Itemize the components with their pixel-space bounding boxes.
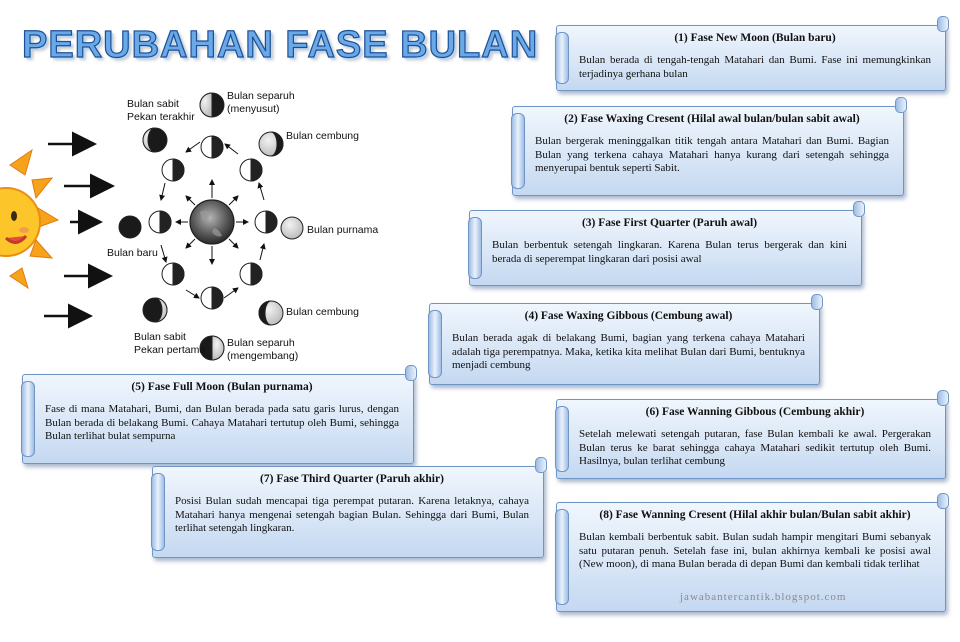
label-third-quarter: Bulan separuh (menyusut) [227, 90, 295, 115]
card-body: Posisi Bulan sudah mencapai tiga perempa… [175, 495, 529, 534]
phase-card-6: (6) Fase Wanning Gibbous (Cembung akhir)… [555, 390, 949, 479]
card-title: (2) Fase Waxing Cresent (Hilal awal bula… [564, 113, 860, 125]
card-title: (7) Fase Third Quarter (Paruh akhir) [260, 473, 444, 485]
phase-card-3: (3) Fase First Quarter (Paruh awal) Bula… [468, 201, 865, 286]
card-title: (5) Fase Full Moon (Bulan purnama) [131, 381, 313, 393]
label-waxing-crescent: Bulan sabit Pekan pertama [134, 331, 206, 356]
phase-card-1: (1) Fase New Moon (Bulan baru) Bulan ber… [555, 16, 949, 91]
card-body: Bulan kembali berbentuk sabit. Bulan sud… [579, 531, 931, 570]
card-body: Bulan berbentuk setengah lingkaran. Kare… [492, 239, 847, 265]
phase-card-2: (2) Fase Waxing Cresent (Hilal awal bula… [511, 97, 907, 196]
page-title: PERUBAHAN FASE BULAN [21, 23, 539, 66]
card-title: (3) Fase First Quarter (Paruh awal) [581, 217, 758, 229]
sun-icon [0, 148, 60, 290]
card-title: (4) Fase Waxing Gibbous (Cembung awal) [524, 310, 733, 322]
card-title: (6) Fase Wanning Gibbous (Cembung akhir) [645, 406, 865, 418]
phase-card-8: (8) Fase Wanning Cresent (Hilal akhir bu… [555, 493, 949, 612]
phase-card-7: (7) Fase Third Quarter (Paruh akhir) Pos… [151, 457, 547, 558]
card-title: (8) Fase Wanning Cresent (Hilal akhir bu… [599, 509, 911, 521]
earth [189, 199, 235, 245]
sunlight-arrows [44, 131, 115, 329]
card-body: Setelah melewati setengah putaran, fase … [579, 428, 931, 467]
card-body: Bulan berada agak di belakang Bumi, bagi… [452, 332, 805, 371]
phase-card-4: (4) Fase Waxing Gibbous (Cembung awal) B… [428, 294, 823, 385]
card-body: Bulan bergerak meninggalkan titik tengah… [535, 135, 889, 174]
label-first-quarter: Bulan separuh (mengembang) [227, 337, 299, 362]
label-waning-gibbous: Bulan cembung [286, 130, 359, 142]
inner-orbit-moons [148, 135, 278, 310]
card-title: (1) Fase New Moon (Bulan baru) [674, 32, 836, 44]
label-new-moon: Bulan baru [107, 247, 158, 259]
label-full-moon: Bulan purnama [307, 224, 379, 236]
label-waxing-gibbous: Bulan cembung [286, 306, 359, 318]
card-body: Fase di mana Matahari, Bumi, dan Bulan b… [45, 403, 399, 442]
observed-phase-moons [118, 92, 304, 361]
label-waning-crescent: Bulan sabit Pekan terakhir [127, 98, 195, 123]
card-body: Bulan berada di tengah-tengah Matahari d… [579, 54, 931, 80]
phase-card-5: (5) Fase Full Moon (Bulan purnama) Fase … [21, 365, 417, 464]
watermark: jawabantercantik.blogspot.com [680, 591, 847, 603]
moon-phase-diagram [0, 92, 304, 361]
